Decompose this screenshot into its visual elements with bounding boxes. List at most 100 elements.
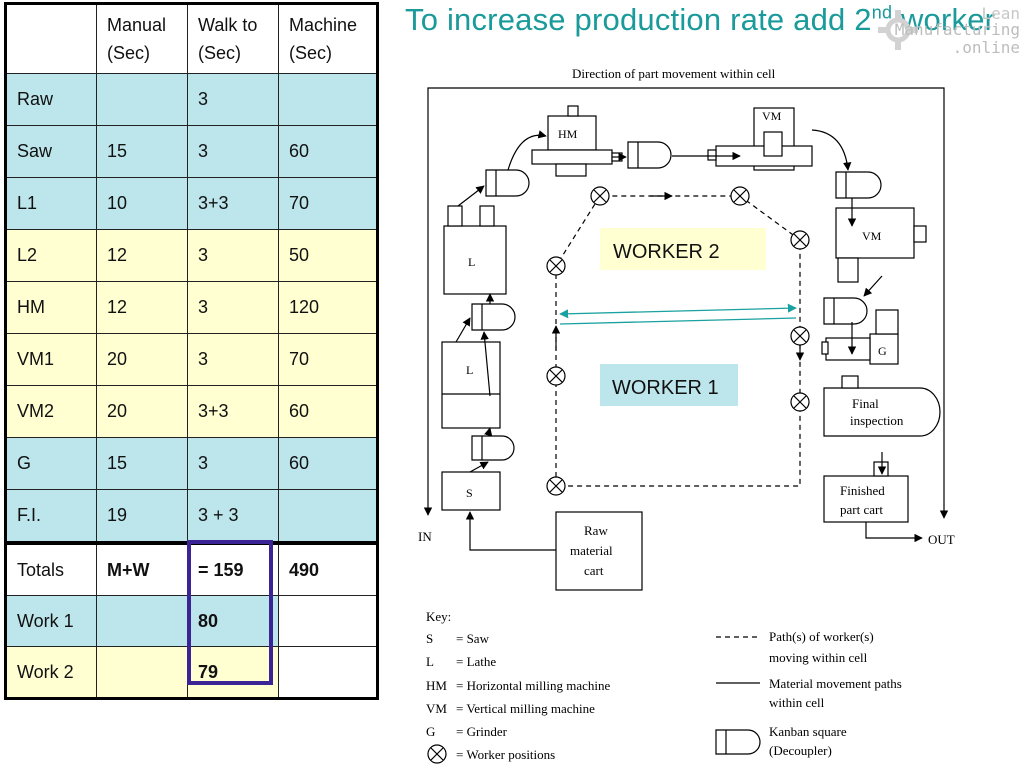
table-row: L1 10 3+3 70 [5,177,378,230]
raw-label-3: cart [584,563,604,578]
row-walk: 3 + 3 [187,489,279,544]
row-manual: 20 [96,385,188,438]
cart-label-1: Finished [840,483,885,498]
header-walk: Walk to (Sec) [187,3,279,74]
s-label: S [466,486,473,500]
key-desc-s: = Saw [456,631,490,646]
l-lower-label: L [466,363,473,377]
watermark-line3: .online [952,38,1020,57]
key-path-desc-1: Path(s) of worker(s) [769,629,874,644]
in-label: IN [418,529,432,544]
work2-row: Work 2 79 [5,646,378,699]
key-material-desc-1: Material movement paths [769,676,902,691]
row-name: L1 [5,177,97,230]
row-machine: 50 [278,229,378,282]
raw-label-1: Raw [584,523,608,538]
work2-walk: 79 [187,646,279,699]
row-name: F.I. [5,489,97,544]
row-name: VM2 [5,385,97,438]
workload-highlight-box [187,540,273,685]
row-machine: 60 [278,125,378,178]
row-name: VM1 [5,333,97,386]
row-walk: 3 [187,437,279,490]
key-desc-vm: = Vertical milling machine [456,701,595,716]
key-items: S = Saw L = Lathe HM = Horizontal millin… [426,631,610,762]
watermark-line1: Lean [981,4,1020,23]
row-machine: 60 [278,385,378,438]
final-inspection-top [841,375,859,389]
direction-label: Direction of part movement within cell [572,66,776,81]
row-machine: 120 [278,281,378,334]
watermark-line2: Manufacturing [894,20,1020,39]
row-manual: 10 [96,177,188,230]
finished-cart [823,475,909,523]
header-machine-text: Machine (Sec) [289,15,358,63]
work2-manual [96,646,188,699]
work1-manual [96,595,188,647]
key-code-s: S [426,631,433,646]
row-machine [278,489,378,544]
row-manual: 15 [96,437,188,490]
key-code-vm: VM [426,701,447,716]
raw-material-cart [555,511,643,591]
work1-machine [278,595,378,647]
work1-walk: 80 [187,595,279,647]
raw-label-2: material [570,543,613,558]
table-row: VM2 20 3+3 60 [5,385,378,438]
row-walk: 3 [187,125,279,178]
work1-row: Work 1 80 [5,595,378,647]
work2-label: Work 2 [5,646,97,699]
hm-machine [531,105,623,177]
header-manual: Manual (Sec) [96,3,188,74]
header-cell [5,3,97,74]
worker-divider-arrow-1 [559,303,797,319]
lathe-lower [441,341,501,429]
vm-top-machine [707,107,813,171]
row-walk: 3+3 [187,177,279,230]
key-code-l: L [426,654,434,669]
saw-machine [441,471,501,511]
table-row: F.I. 19 3 + 3 [5,489,378,544]
row-machine: 70 [278,177,378,230]
worker-position-key-icon [427,744,447,764]
totals-manual: M+W [96,541,188,596]
final-label-1: Final [852,396,879,411]
worker-position-icons [546,186,810,496]
header-walk-text: Walk to (Sec) [198,15,258,63]
row-name: HM [5,281,97,334]
final-inspection-station [823,387,941,437]
header-machine: Machine (Sec) [278,3,378,74]
totals-machine: 490 [278,541,378,596]
row-walk: 3 [187,333,279,386]
title-main: To increase production rate add 2 [405,2,872,37]
l-upper-label: L [468,255,475,269]
vm-right-label: VM [862,229,882,243]
row-walk: 3+3 [187,385,279,438]
vm-right-machine [835,207,927,283]
finished-cart-tab [873,461,889,477]
totals-walk: = 159 [187,541,279,596]
row-name: Raw [5,73,97,126]
title-sup: nd [871,2,893,23]
row-manual: 20 [96,333,188,386]
row-manual: 12 [96,281,188,334]
out-label: OUT [928,532,955,547]
key-desc-g: = Grinder [456,724,508,739]
cell-layout-diagram: Direction of part movement within cell I… [418,66,955,764]
kanban-key-icon [715,729,761,755]
totals-label: Totals [5,541,97,596]
work2-machine [278,646,378,699]
key-title: Key: [426,609,451,624]
outer-flow-path [423,87,949,519]
key-desc-worker: = Worker positions [456,747,555,762]
key-code-g: G [426,724,435,739]
worker1-box [600,364,738,406]
vm-top-label: VM [762,109,782,123]
slide-title: To increase production rate add 2nd work… [405,2,995,38]
table-row: G 15 3 60 [5,437,378,490]
row-walk: 3 [187,281,279,334]
key-desc-hm: = Horizontal milling machine [456,678,610,693]
row-manual: 12 [96,229,188,282]
table-row: VM1 20 3 70 [5,333,378,386]
key-kanban-desc-1: Kanban square [769,724,847,739]
